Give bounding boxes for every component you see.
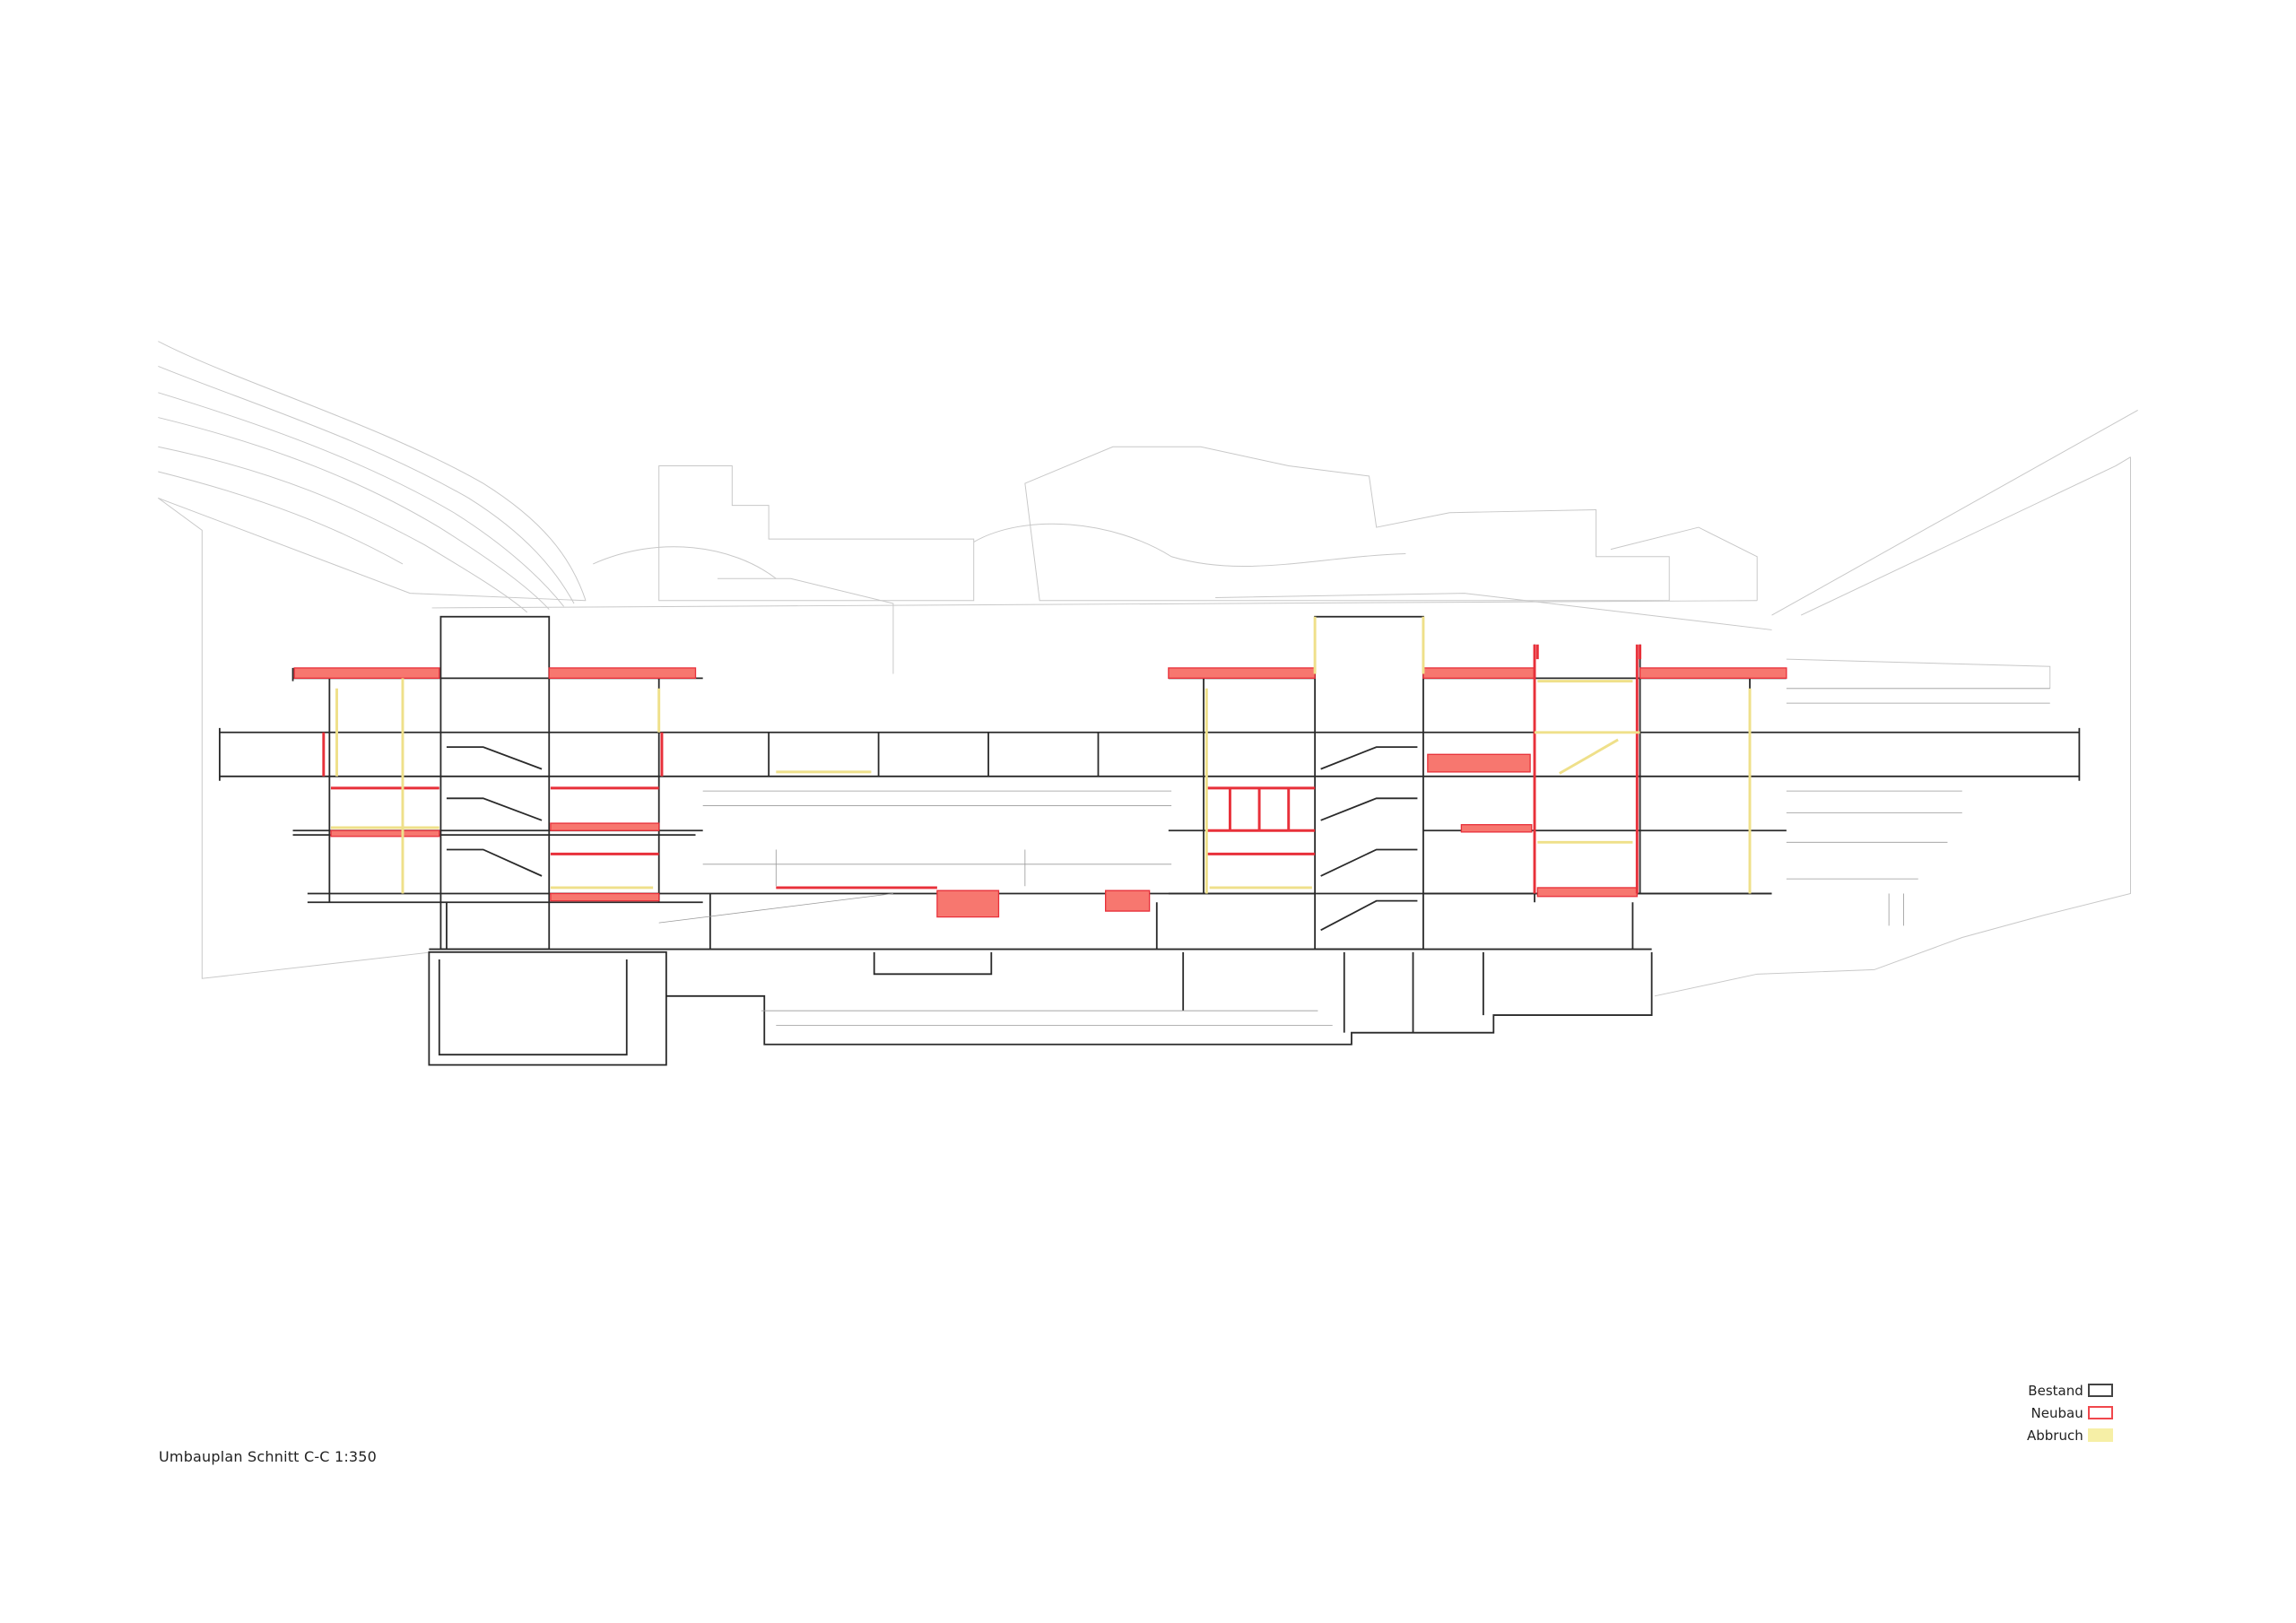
background-context — [158, 341, 2138, 997]
legend: Bestand Neubau Abbruch — [2027, 1379, 2113, 1446]
drawing-caption: Umbauplan Schnitt C-C 1:350 — [159, 1448, 378, 1465]
legend-swatch-bestand — [2087, 1384, 2113, 1397]
legend-label: Bestand — [2028, 1382, 2083, 1399]
new-construction — [293, 644, 1787, 918]
legend-item-abbruch: Abbruch — [2027, 1424, 2113, 1446]
legend-label: Neubau — [2031, 1404, 2083, 1421]
existing-structure — [219, 615, 2081, 1066]
legend-item-neubau: Neubau — [2027, 1402, 2113, 1424]
legend-item-bestand: Bestand — [2027, 1379, 2113, 1402]
legend-label: Abbruch — [2027, 1427, 2083, 1444]
demolition — [330, 616, 1752, 894]
legend-swatch-neubau — [2087, 1406, 2113, 1419]
legend-swatch-abbruch — [2087, 1428, 2113, 1442]
